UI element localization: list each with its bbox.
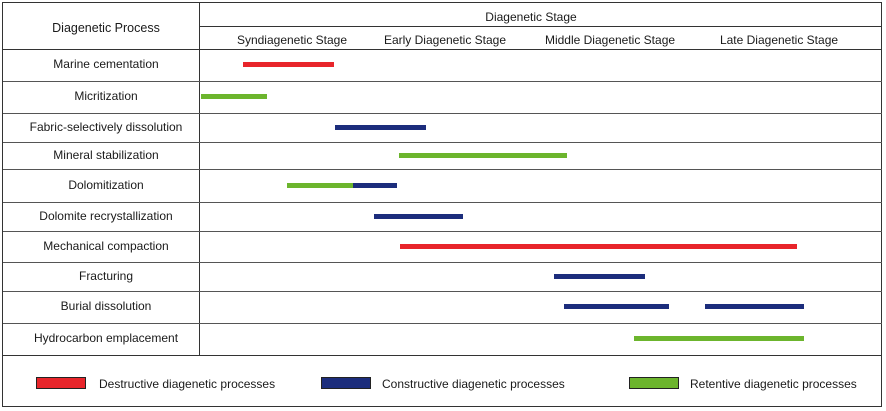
process-label: Mechanical compaction — [43, 239, 169, 253]
legend-swatch-constructive — [321, 377, 371, 389]
column-divider — [199, 3, 200, 355]
interval-bar-constructive — [554, 274, 645, 279]
interval-bar-destructive — [400, 244, 797, 249]
interval-bar-constructive — [564, 304, 669, 309]
row-divider — [3, 202, 882, 203]
interval-bar-constructive — [705, 304, 804, 309]
interval-bar-constructive — [335, 125, 426, 130]
row-divider — [3, 291, 882, 292]
row-divider — [3, 142, 882, 143]
row-divider — [3, 231, 882, 232]
process-label: Dolomite recrystallization — [39, 209, 173, 223]
stage-label-late: Late Diagenetic Stage — [719, 33, 839, 47]
interval-bar-retentive — [201, 94, 267, 99]
legend-label-destructive: Destructive diagenetic processes — [99, 377, 276, 391]
row-divider — [3, 169, 882, 170]
row-divider — [3, 113, 882, 114]
interval-bar-retentive — [399, 153, 567, 158]
process-label: Burial dissolution — [60, 299, 152, 313]
process-label: Dolomitization — [68, 178, 144, 192]
process-label: Hydrocarbon emplacement — [33, 331, 179, 345]
stage-label-early: Early Diagenetic Stage — [383, 33, 507, 47]
process-label: Fracturing — [78, 269, 134, 283]
legend-label-constructive: Constructive diagenetic processes — [382, 377, 565, 391]
stage-header-divider — [199, 26, 882, 27]
process-label: Marine cementation — [53, 57, 159, 71]
interval-bar-constructive — [353, 183, 397, 188]
interval-bar-constructive — [374, 214, 463, 219]
process-column-header: Diagenetic Process — [52, 21, 160, 35]
process-label: Fabric-selectively dissolution — [29, 120, 183, 134]
legend-swatch-retentive — [629, 377, 679, 389]
process-label: Mineral stabilization — [53, 148, 159, 162]
stage-column-header: Diagenetic Stage — [485, 10, 577, 24]
interval-bar-retentive — [287, 183, 353, 188]
legend-label-retentive: Retentive diagenetic processes — [690, 377, 857, 391]
row-divider — [3, 49, 882, 50]
stage-label-syndiagenetic: Syndiagenetic Stage — [236, 33, 348, 47]
interval-bar-destructive — [243, 62, 334, 67]
legend-separator — [3, 355, 882, 356]
row-divider — [3, 323, 882, 324]
stage-label-middle: Middle Diagenetic Stage — [544, 33, 676, 47]
process-label: Micritization — [74, 89, 138, 103]
interval-bar-retentive — [634, 336, 804, 341]
diagram-frame: Diagenetic Process Diagenetic Stage Synd… — [2, 2, 882, 407]
legend-swatch-destructive — [36, 377, 86, 389]
row-divider — [3, 81, 882, 82]
row-divider — [3, 262, 882, 263]
